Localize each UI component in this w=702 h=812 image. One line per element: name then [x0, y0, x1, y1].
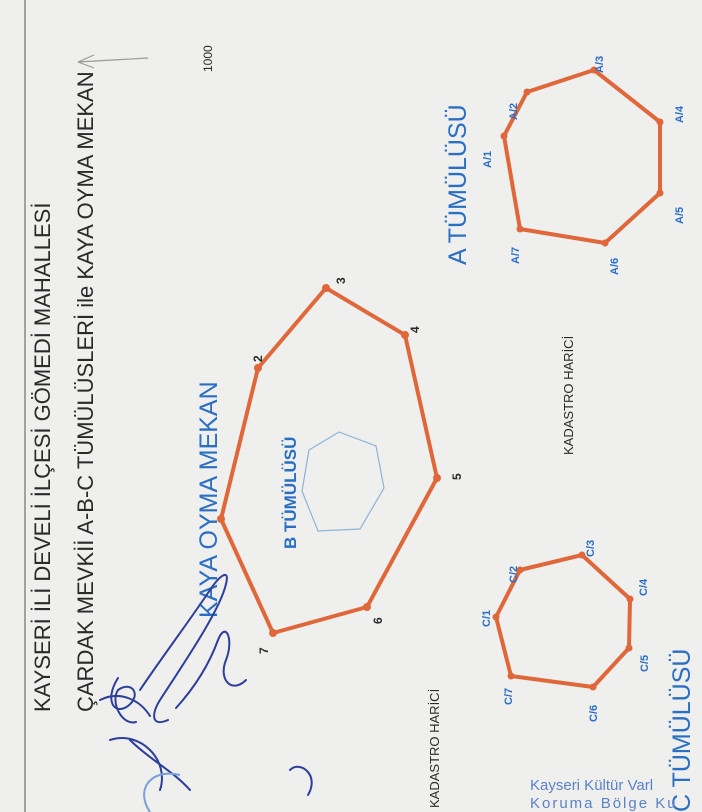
- kaya-oyma-point-5: 5: [450, 473, 464, 480]
- kaya-oyma-point-4: 4: [408, 326, 422, 333]
- c-point-2: C/2: [508, 566, 520, 583]
- a-tumulus-vertices: [500, 66, 664, 247]
- kaya-oyma-boundary: [219, 286, 439, 635]
- kadastro-harici-label-upper: KADASTRO HARİCİ: [561, 336, 576, 455]
- b-tumulus-boundary: [301, 431, 385, 532]
- c-point-5: C/5: [639, 655, 651, 672]
- scale-label: 1000: [201, 45, 215, 72]
- c-point-1: C/1: [481, 610, 493, 627]
- title-line-2: ÇARDAK MEVKİİ A-B-C TÜMÜLÜSLERİ ile KAYA…: [73, 71, 98, 712]
- a-point-4: A/4: [674, 105, 686, 123]
- north-arrow-icon: [77, 54, 149, 69]
- kaya-oyma-point-3: 3: [334, 277, 348, 284]
- c-point-6: C/6: [588, 705, 600, 722]
- stamp-arc: [143, 772, 181, 812]
- title-line-1: KAYSERİ İLİ DEVELİ İLÇESİ GÖMEDİ MAHALLE…: [30, 203, 55, 712]
- c-point-7: C/7: [503, 688, 515, 705]
- a-point-3: A/3: [594, 56, 606, 73]
- c-tumulus-label: C TÜMÜLÜSÜ: [668, 649, 696, 812]
- kaya-oyma-point-6: 6: [371, 617, 385, 624]
- b-tumulus-label: B TÜMÜLÜSÜ: [281, 437, 300, 549]
- kadastro-harici-label-lower: KADASTRO HARİCİ: [427, 689, 442, 808]
- a-point-7: A/7: [510, 247, 522, 264]
- kaya-oyma-point-2: 2: [251, 355, 265, 362]
- stamp-text-line-2: Koruma Bölge Ku: [530, 795, 678, 812]
- c-point-4: C/4: [638, 578, 650, 596]
- a-point-2: A/2: [508, 103, 520, 120]
- stamp-text-line-1: Kayseri Kültür Varl: [530, 777, 653, 794]
- c-tumulus-vertices: [492, 551, 634, 691]
- c-tumulus-boundary: [494, 553, 632, 689]
- kaya-oyma-label: KAYA OYMA MEKAN: [195, 381, 223, 618]
- a-point-5: A/5: [674, 207, 686, 224]
- a-point-6: A/6: [609, 258, 621, 275]
- a-point-1: A/1: [482, 151, 494, 168]
- a-tumulus-label: A TÜMÜLÜSÜ: [444, 104, 472, 265]
- kaya-oyma-vertices: [217, 284, 441, 637]
- signature-mark: [99, 573, 313, 796]
- kaya-oyma-point-7: 7: [257, 647, 271, 654]
- a-tumulus-boundary: [502, 68, 662, 245]
- c-point-3: C/3: [585, 540, 597, 557]
